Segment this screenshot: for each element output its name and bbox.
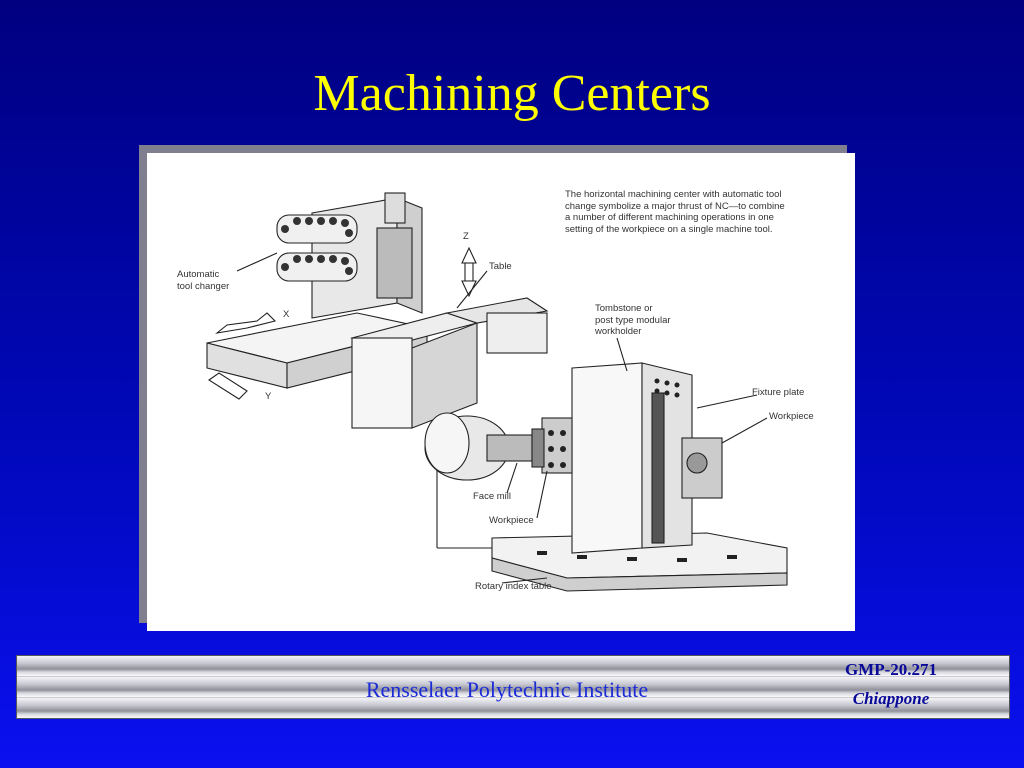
workpiece-left [541, 417, 573, 474]
label-tombstone: Tombstone or post type modular workholde… [595, 303, 671, 337]
label-fixture-plate: Fixture plate [752, 387, 805, 398]
tombstone-workholder [571, 362, 643, 554]
label-rotary-index-table: Rotary index table [475, 581, 552, 592]
label-workpiece-left: Workpiece [489, 515, 534, 526]
label-face-mill: Face mill [473, 491, 512, 502]
label-axis-z: Z [463, 231, 469, 242]
institution-name: Rensselaer Polytechnic Institute [365, 677, 649, 702]
course-code: GMP-20.271 [844, 660, 938, 679]
author-name: Chiappone [852, 689, 930, 708]
label-table: Table [489, 261, 512, 272]
tool-changer-magazine [276, 214, 358, 282]
label-automatic-tool-changer: Automatic tool changer [177, 269, 230, 292]
spindle-head [376, 227, 413, 299]
label-workpiece-right: Workpiece [769, 411, 814, 422]
machining-center-figure: The horizontal machining center with aut… [147, 153, 855, 631]
label-axis-y: Y [265, 391, 272, 402]
axis-arrows [208, 246, 477, 400]
figure-caption: The horizontal machining center with aut… [565, 189, 785, 235]
slide-title: Machining Centers [313, 65, 711, 122]
machining-center-drawing [206, 192, 788, 592]
footer-bar: Rensselaer Polytechnic Institute GMP-20.… [16, 655, 1010, 719]
label-axis-x: X [283, 309, 290, 320]
